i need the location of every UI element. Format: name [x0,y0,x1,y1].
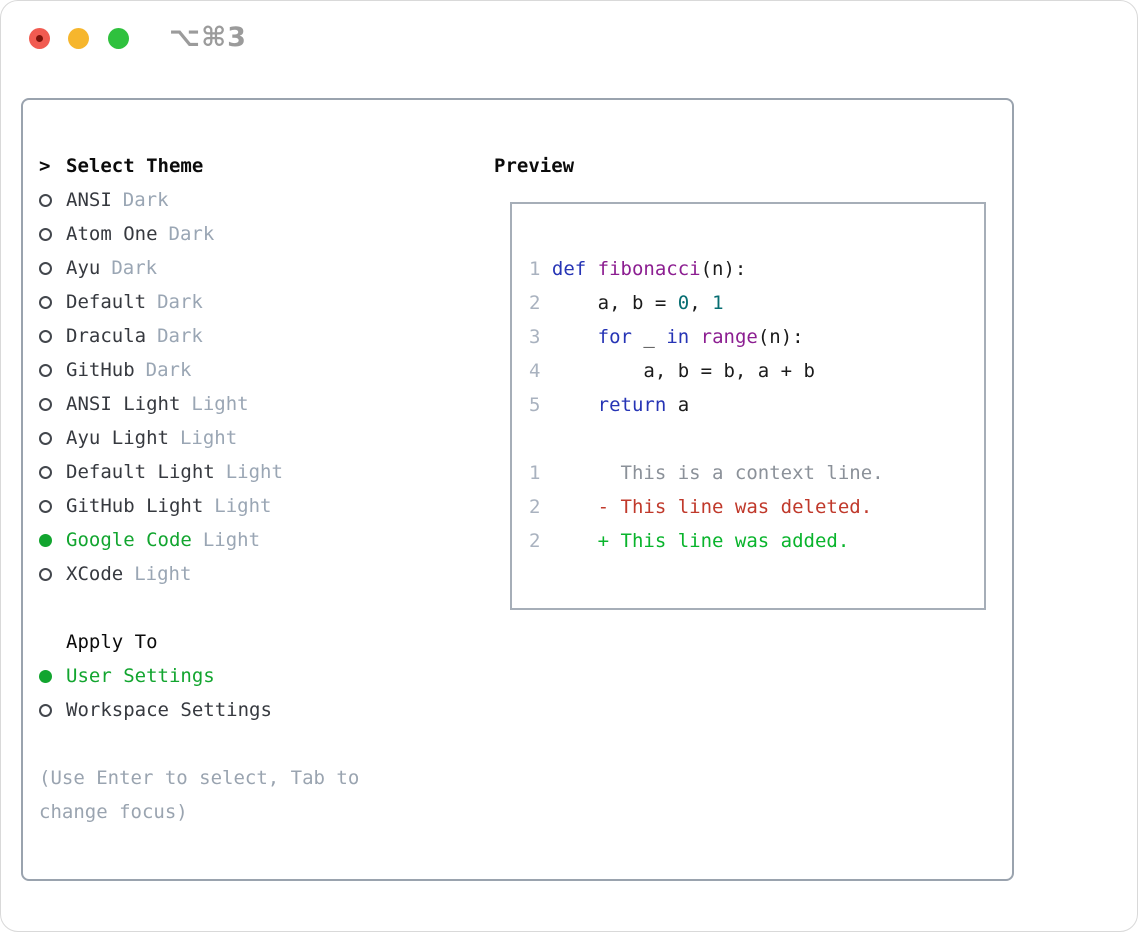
radio-icon [39,397,52,411]
diff-deleted-line: 2 - This line was deleted. [529,496,873,518]
theme-option-google-code[interactable]: Google Code Light [39,523,479,557]
apply-to-header: Apply To [39,625,479,659]
apply-option-workspace-settings[interactable]: Workspace Settings [39,693,479,727]
radio-icon [39,431,52,445]
theme-variant: Light [134,563,192,585]
apply-option-label: User Settings [66,665,215,687]
theme-name: Default Light [66,461,215,483]
theme-variant: Light [214,495,272,517]
theme-variant: Dark [111,257,158,279]
radio-icon [39,329,52,343]
radio-icon [39,193,52,207]
theme-option-ayu-light[interactable]: Ayu Light Light [39,421,479,455]
theme-name: ANSI Light [66,393,181,415]
minimize-button[interactable] [68,28,89,49]
theme-variant: Dark [122,189,169,211]
theme-name: Ayu Light [66,427,169,449]
titlebar: ⌥⌘3 [1,1,1137,76]
close-dot-icon [36,35,43,42]
theme-option-github-light[interactable]: GitHub Light Light [39,489,479,523]
code-preview: 1 def fibonacci(n): 2 a, b = 0, 1 3 for … [529,252,980,558]
theme-name: ANSI [66,189,112,211]
code-line-5: 5 return a [529,394,690,416]
select-theme-title: Select Theme [66,155,204,177]
radio-icon [39,465,52,479]
theme-option-ansi-dark[interactable]: ANSI Dark [39,183,479,217]
theme-variant: Dark [168,223,215,245]
diff-added-line: 2 + This line was added. [529,530,850,552]
code-line-4: 4 a, b = b, a + b [529,360,815,382]
theme-name: GitHub [66,359,135,381]
theme-variant: Dark [145,359,192,381]
theme-option-xcode[interactable]: XCode Light [39,557,479,591]
help-text-line2: change focus) [39,801,188,823]
radio-selected-icon [39,669,52,683]
prompt-caret-icon: > [39,155,51,177]
zoom-button[interactable] [108,28,129,49]
theme-option-ansi-light[interactable]: ANSI Light Light [39,387,479,421]
close-button[interactable] [29,28,50,49]
theme-option-ayu-dark[interactable]: Ayu Dark [39,251,479,285]
theme-variant: Light [202,529,261,551]
apply-option-label: Workspace Settings [66,699,272,721]
window-shortcut-label: ⌥⌘3 [169,22,247,53]
theme-name: XCode [66,563,124,585]
apply-option-user-settings[interactable]: User Settings [39,659,479,693]
theme-option-default-dark[interactable]: Default Dark [39,285,479,319]
diff-context-line: 1 This is a context line. [529,462,884,484]
theme-option-atom-one-dark[interactable]: Atom One Dark [39,217,479,251]
radio-icon [39,295,52,309]
theme-name: Default [66,291,147,313]
radio-icon [39,499,52,513]
radio-icon [39,363,52,377]
code-line-3: 3 for _ in range(n): [529,326,804,348]
theme-variant: Dark [157,291,203,313]
radio-icon [39,261,52,275]
theme-name: Google Code [66,529,192,551]
radio-icon [39,227,52,241]
code-line-2: 2 a, b = 0, 1 [529,292,724,314]
theme-variant: Dark [157,325,203,347]
theme-name: GitHub Light [66,495,204,517]
preview-title: Preview [494,155,575,177]
code-line-1: 1 def fibonacci(n): [529,258,747,280]
theme-name: Atom One [66,223,158,245]
theme-name: Dracula [66,325,147,347]
theme-option-dracula-dark[interactable]: Dracula Dark [39,319,479,353]
theme-option-github-dark[interactable]: GitHub Dark [39,353,479,387]
help-text-line1: (Use Enter to select, Tab to [39,767,360,789]
theme-variant: Light [225,461,283,483]
theme-list: > Select Theme ANSI Dark Atom One Dark A… [39,149,479,829]
theme-name: Ayu [66,257,101,279]
radio-icon [39,703,52,717]
preview-box: 1 def fibonacci(n): 2 a, b = 0, 1 3 for … [510,202,986,610]
select-theme-header: > Select Theme [39,149,479,183]
theme-variant: Light [191,393,249,415]
theme-option-default-light[interactable]: Default Light Light [39,455,479,489]
radio-icon [39,567,52,581]
theme-picker-panel: > Select Theme ANSI Dark Atom One Dark A… [21,98,1014,881]
radio-selected-icon [39,533,52,547]
theme-variant: Light [179,427,238,449]
apply-to-title: Apply To [66,631,158,653]
